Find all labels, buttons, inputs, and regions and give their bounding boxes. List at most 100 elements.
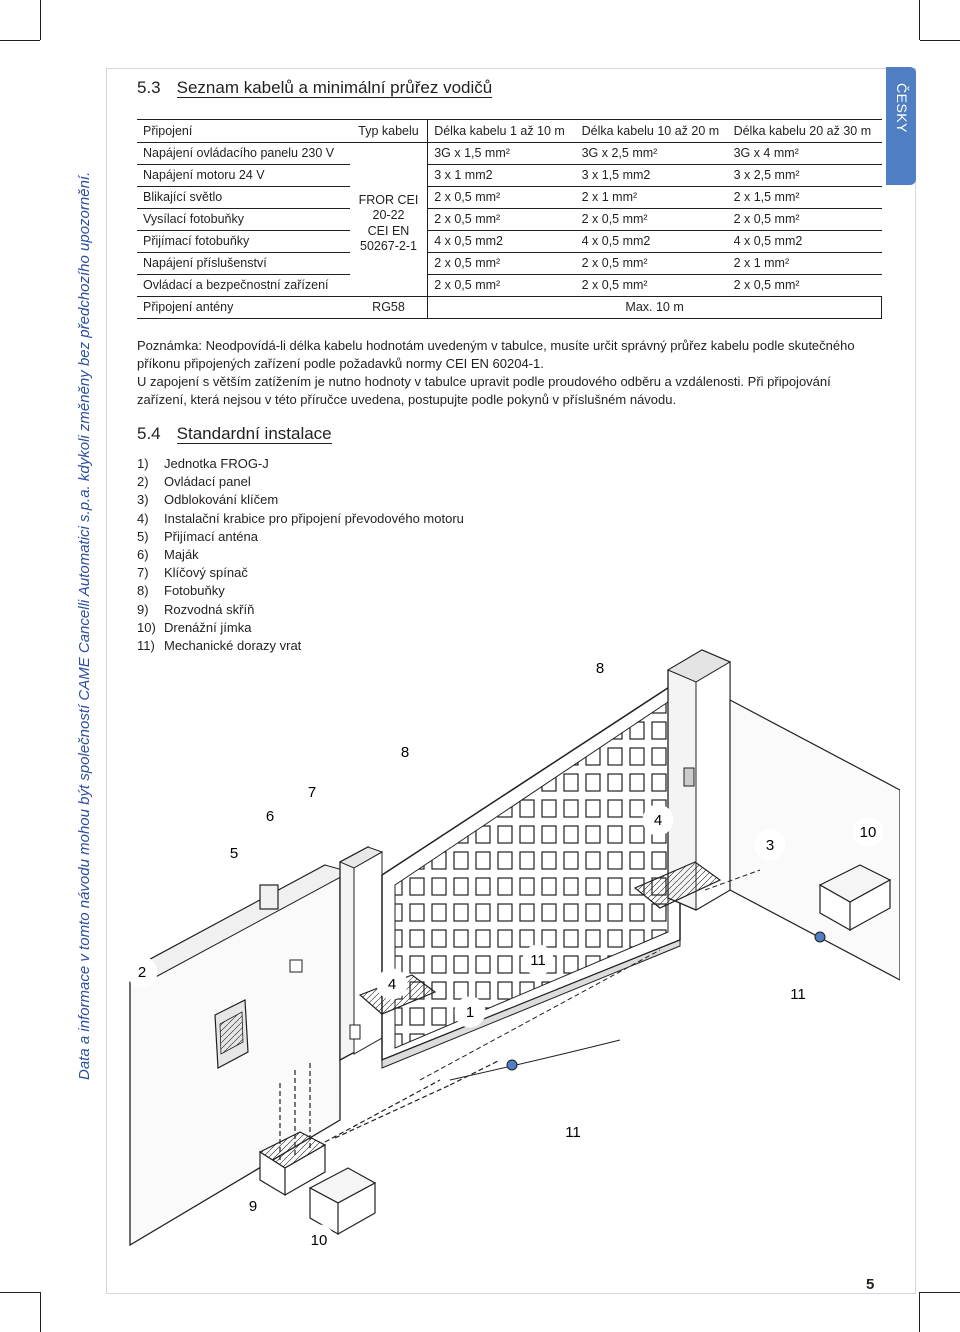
cable-type-line: 50267-2-1 [360, 239, 417, 254]
list-item-text: Instalační krabice pro připojení převodo… [164, 510, 464, 526]
language-tab[interactable]: ČESKY [886, 67, 916, 185]
crop-mark [40, 1292, 41, 1332]
list-item: 9) Rozvodná skříň [137, 601, 464, 619]
note-text: Poznámka: Neodpovídá-li délka kabelu hod… [137, 338, 855, 371]
photocell-right [683, 767, 695, 787]
list-item-number: 6) [137, 547, 149, 563]
table-cell: Ovládací a bezpečnostní zařízení [137, 274, 350, 297]
note-text: U zapojení s větším zatížením je nutno h… [137, 374, 831, 407]
list-item-number: 9) [137, 601, 149, 617]
mechanical-stop [506, 1059, 518, 1071]
antenna [259, 884, 279, 910]
table-cell: 2 x 0,5 mm² [427, 208, 576, 231]
table-cell [349, 274, 428, 297]
table-cell: Napájení motoru 24 V [137, 164, 350, 187]
photocell-left [349, 1024, 361, 1040]
section-heading: Standardní instalace [176, 424, 332, 444]
control-panel [214, 999, 249, 1069]
list-item: 4) Instalační krabice pro připojení převo… [137, 510, 464, 528]
callout-bubble [454, 996, 486, 1028]
callout-number: 4 [654, 812, 662, 829]
list-item: 10) Drenážní jímka [137, 619, 464, 637]
list-item: 6)Maják [137, 546, 464, 564]
table-cell: 2 x 0,5 mm² [575, 274, 728, 297]
table-cell: 2 x 0,5 mm² [727, 208, 882, 231]
legend-list: 1) Jednotka FROG-J 2) Ovládací panel 3)Odb… [137, 455, 464, 655]
crop-mark [920, 1292, 960, 1293]
language-tab-label: ČESKY [894, 83, 910, 133]
table-cell: 4 x 0,5 mm2 [427, 230, 576, 253]
page-frame [106, 68, 916, 1294]
list-item: 7)Klíčový spínač [137, 564, 464, 582]
side-notice: Data a informace v tomto návodu mohou bý… [76, 171, 93, 1080]
callout-bubble [584, 652, 616, 684]
table-row: Napájení ovládacího panelu 230 V FROR CE… [137, 142, 882, 253]
section-heading: Seznam kabelů a minimální průřez vodičů [176, 78, 493, 98]
list-item-number: 5) [137, 528, 149, 544]
crop-mark [920, 40, 960, 41]
list-item: 5)Přijímací anténa [137, 528, 464, 546]
table-cell: RG58 [349, 296, 428, 319]
callout-bubble [557, 1116, 589, 1148]
list-item-text: Ovládací panel [164, 474, 251, 490]
crop-mark [0, 1292, 40, 1293]
table-header: Typ kabelu [349, 119, 428, 143]
table-cell: 2 x 0,5 mm² [427, 252, 576, 275]
table-header: Připojení [137, 119, 350, 143]
table-header-row: Připojení Typ kabelu Délka kabelu 1 až 1… [137, 119, 882, 143]
list-item: 3)Odblokování klíčem [137, 491, 464, 509]
cable-run [279, 1059, 501, 1160]
table-cell: 2 x 0,5 mm² [427, 274, 576, 297]
list-item: 8) Fotobuňky [137, 582, 464, 600]
table-cell: 2 x 0,5 mm² [427, 186, 576, 209]
list-item-number: 8) [137, 583, 149, 599]
table-cell: 2 x 1,5 mm² [727, 186, 882, 209]
table-row: Blikající světlo 2 x 0,5 mm² 2 x 1 mm² 2… [137, 186, 882, 209]
note-paragraph: Poznámka: Neodpovídá-li délka kabelu hod… [137, 337, 882, 409]
table-cell: 2 x 1 mm² [575, 186, 728, 209]
list-item-number: 10) [137, 619, 156, 635]
callout-number: 5 [230, 845, 238, 862]
callout-number: 8 [401, 744, 409, 761]
list-item-text: Drenážní jímka [164, 619, 252, 635]
table-cell: 3 x 1 mm2 [427, 164, 576, 187]
callout-bubble [522, 944, 554, 976]
table-cell: 3 x 1,5 mm2 [575, 164, 728, 187]
callout-bubble [852, 816, 884, 848]
table-cell: Napájení příslušenství [137, 252, 350, 275]
table-cell: 4 x 0,5 mm2 [727, 230, 882, 253]
table-cell: 3 x 2,5 mm² [727, 164, 882, 187]
list-item-number: 1) [137, 456, 149, 471]
page-number: 5 [866, 1276, 875, 1293]
list-item-number: 4) [137, 510, 149, 526]
list-item-number: 3) [137, 492, 149, 508]
table-cell: 2 x 1 mm² [727, 252, 882, 275]
callout-bubble [782, 978, 814, 1010]
list-item-text: Jednotka FROG-J [164, 456, 269, 471]
list-item: 2) Ovládací panel [137, 473, 464, 491]
table-cell: 3G x 4 mm² [727, 142, 882, 165]
section-number: 5.3 [137, 78, 161, 97]
callout-bubble [376, 968, 408, 1000]
table-row: Přijímací fotobuňky 4 x 0,5 mm2 4 x 0,5 … [137, 230, 882, 253]
cable-run [449, 1039, 621, 1081]
table-header: Délka kabelu 1 až 10 m [427, 119, 576, 143]
cable-run [419, 869, 761, 1081]
table-cell: 3G x 2,5 mm² [575, 142, 728, 165]
cable-table: Připojení Typ kabelu Délka kabelu 1 až 1… [137, 119, 882, 319]
callout-number: 11 [565, 1124, 581, 1141]
list-item-number: 2) [137, 474, 149, 490]
callout-bubble [389, 736, 421, 768]
callout-bubble [237, 1190, 269, 1222]
callout-number: 9 [249, 1198, 257, 1215]
table-row: Vysílací fotobuňky 2 x 0,5 mm² 2 x 0,5 m… [137, 208, 882, 231]
list-item-text: Fotobuňky [164, 583, 225, 599]
list-item-text: Rozvodná skříň [164, 601, 255, 617]
mechanical-stop [814, 931, 826, 943]
callout-bubble [296, 776, 328, 808]
table-row: Ovládací a bezpečnostní zařízení 2 x 0,5… [137, 274, 882, 297]
list-item-text: Mechanické dorazy vrat [164, 638, 302, 654]
cable-type-line: FROR CEI [358, 192, 419, 207]
key-switch [289, 959, 303, 973]
list-item: 1) Jednotka FROG-J [137, 455, 464, 473]
